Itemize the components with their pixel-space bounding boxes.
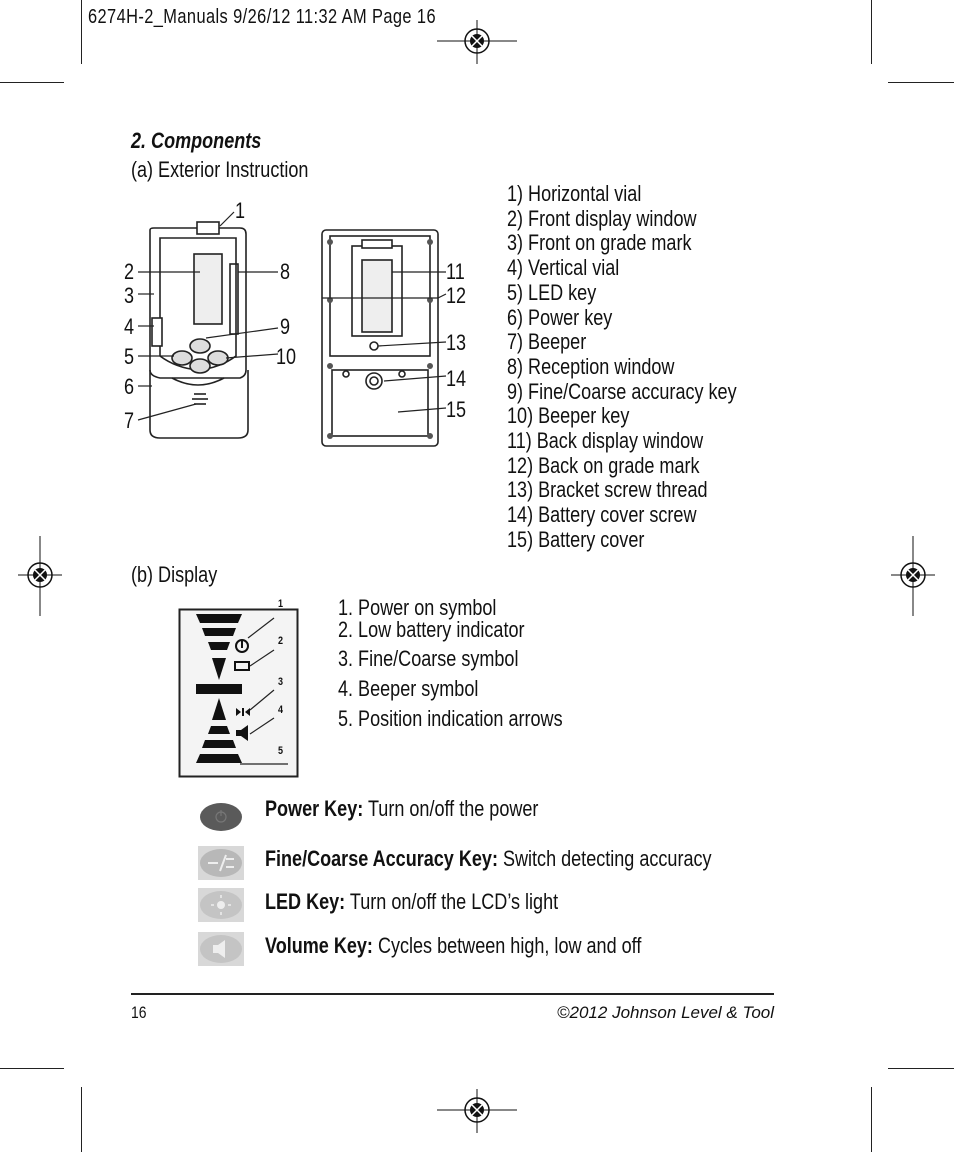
callout-3: 3 (124, 283, 135, 308)
crop-mark-bottom-left-v (81, 1087, 82, 1152)
printer-slug: 6274H-2_Manuals 9/26/12 11:32 AM Page 16 (88, 6, 436, 28)
receiver-back-illustration (321, 229, 447, 447)
list-item: 13) Bracket screw thread (507, 477, 708, 503)
copyright: ©2012 Johnson Level & Tool (557, 1003, 774, 1022)
callout-9: 9 (280, 314, 291, 339)
led-key-row: LED Key: Turn on/off the LCD’s light (265, 889, 558, 915)
lcd-display-illustration (178, 608, 299, 778)
display-callout-4: 4 (278, 704, 284, 716)
registration-mark-bottom-icon (437, 1089, 517, 1133)
callout-11: 11 (446, 259, 465, 284)
crop-mark-bottom-right-h (888, 1068, 954, 1069)
callout-12: 12 (446, 283, 467, 308)
registration-mark-left-icon (18, 536, 62, 616)
footer-rule (131, 993, 774, 995)
callout-6: 6 (124, 374, 135, 399)
callout-4: 4 (124, 314, 135, 339)
list-item: 5) LED key (507, 279, 597, 305)
list-item: 6) Power key (507, 304, 613, 330)
list-item: 9) Fine/Coarse accuracy key (507, 378, 737, 404)
callout-2: 2 (124, 259, 135, 284)
power-key-icon (198, 800, 244, 834)
power-key-name: Power Key: (265, 796, 364, 821)
display-callout-5: 5 (278, 745, 284, 757)
callout-7: 7 (124, 408, 135, 433)
list-item: 8) Reception window (507, 353, 675, 379)
display-item-fine-coarse: 3. Fine/Coarse symbol (338, 646, 519, 671)
display-callout-3: 3 (278, 676, 284, 688)
callout-14: 14 (446, 366, 467, 391)
callout-15: 15 (446, 397, 467, 422)
crop-mark-top-left-h (0, 82, 64, 83)
registration-mark-top-icon (437, 20, 517, 64)
list-item: 14) Battery cover screw (507, 502, 697, 528)
callout-1: 1 (235, 198, 246, 223)
fine-coarse-key-name: Fine/Coarse Accuracy Key: (265, 846, 498, 871)
crop-mark-bottom-right-v (871, 1087, 872, 1152)
display-callout-2: 2 (278, 635, 284, 647)
exterior-heading: (a) Exterior Instruction (131, 157, 309, 182)
volume-key-row: Volume Key: Cycles between high, low and… (265, 933, 641, 959)
callout-10: 10 (276, 344, 297, 369)
power-key-row: Power Key: Turn on/off the power (265, 796, 538, 822)
volume-key-icon (198, 932, 244, 966)
list-item: 2) Front display window (507, 205, 697, 231)
led-key-icon (198, 888, 244, 922)
crop-mark-bottom-left-h (0, 1068, 64, 1069)
list-item: 12) Back on grade mark (507, 452, 700, 478)
fine-coarse-key-desc: Switch detecting accuracy (497, 846, 712, 871)
section-title: 2. Components (131, 128, 262, 153)
fine-coarse-key-row: Fine/Coarse Accuracy Key: Switch detecti… (265, 846, 712, 872)
fine-coarse-key-icon (198, 846, 244, 880)
list-item: 11) Back display window (507, 428, 704, 454)
crop-mark-top-left-v (81, 0, 82, 64)
display-item-battery: 2. Low battery indicator (338, 617, 525, 642)
led-key-name: LED Key: (265, 889, 346, 914)
receiver-front-illustration (137, 211, 279, 439)
page-number: 16 (131, 1003, 147, 1022)
display-callout-1: 1 (278, 598, 284, 610)
registration-mark-right-icon (891, 536, 935, 616)
list-item: 10) Beeper key (507, 403, 630, 429)
callout-5: 5 (124, 344, 135, 369)
power-key-desc: Turn on/off the power (363, 796, 539, 821)
display-heading: (b) Display (131, 562, 218, 587)
volume-key-desc: Cycles between high, low and off (372, 933, 642, 958)
crop-mark-top-right-h (888, 82, 954, 83)
led-key-desc: Turn on/off the LCD’s light (345, 889, 559, 914)
callout-13: 13 (446, 330, 467, 355)
crop-mark-top-right-v (871, 0, 872, 64)
list-item: 7) Beeper (507, 329, 587, 355)
volume-key-name: Volume Key: (265, 933, 373, 958)
component-list: 1) Horizontal vial 2) Front display wind… (507, 181, 787, 553)
display-item-beeper: 4. Beeper symbol (338, 676, 479, 701)
list-item: 15) Battery cover (507, 526, 645, 552)
list-item: 3) Front on grade mark (507, 230, 692, 256)
list-item: 1) Horizontal vial (507, 181, 642, 206)
display-item-arrows: 5. Position indication arrows (338, 706, 563, 731)
callout-8: 8 (280, 259, 291, 284)
list-item: 4) Vertical vial (507, 255, 620, 281)
display-item-power: 1. Power on symbol (338, 595, 497, 620)
